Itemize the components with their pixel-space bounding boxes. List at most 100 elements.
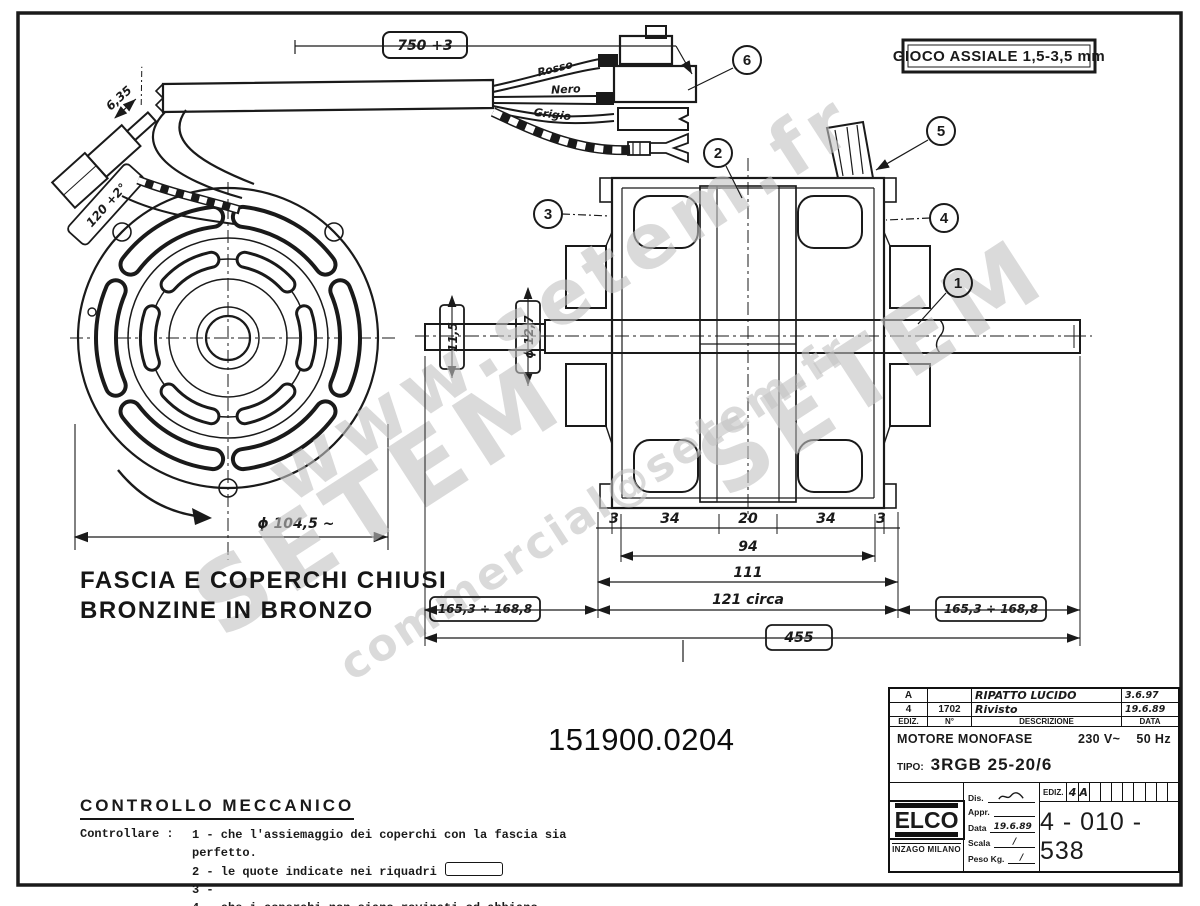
edition-and-number: EDIZ. 4 A 4 - 010 - 538 — [1040, 783, 1178, 871]
drawing-number: 4 - 010 - 538 — [1040, 807, 1143, 865]
callouts: 1 2 3 4 5 6 — [533, 45, 973, 325]
fascia-note: FASCIA E COPERCHI CHIUSI BRONZINE IN BRO… — [80, 566, 447, 626]
callout-2: 2 — [714, 145, 722, 162]
dim-165-left: 165,3 ÷ 168,8 — [438, 602, 532, 616]
crimp — [596, 92, 614, 105]
motor-voltage: 230 V~ — [1077, 732, 1121, 746]
controllo-item-3: 3 - — [192, 883, 214, 897]
edition-label: EDIZ. — [1040, 783, 1068, 801]
rotation-arrow — [117, 469, 205, 519]
rev2-date: 19.6.89 — [1125, 704, 1166, 715]
dim-165-right: 165,3 ÷ 168,8 — [944, 602, 1038, 616]
edition-cell-2: A — [1079, 783, 1090, 801]
motor-description: MOTORE MONOFASE 230 V~ 50 Hz TIPO: 3RGB … — [890, 727, 1178, 783]
dim-455: 455 — [783, 630, 813, 646]
connector-housing — [618, 34, 674, 66]
riquadro-box — [444, 862, 503, 876]
lead-wire — [121, 195, 235, 225]
crimp — [598, 54, 618, 67]
stator-coil — [797, 195, 863, 249]
rev1-desc: RIPATTO LUCIDO — [972, 689, 1122, 702]
controllare-label: Controllare : — [80, 827, 174, 841]
motor-end-view: ϕ 104,5 ~ — [70, 182, 395, 560]
field-data-value: 19.6.89 — [990, 822, 1035, 833]
rev2-desc: Rivisto — [972, 703, 1122, 716]
rev2-ediz: 4 — [890, 703, 928, 716]
rev1-n — [928, 689, 972, 702]
head-descrizione: DESCRIZIONE — [972, 717, 1122, 726]
wire-label-grigio: Grigio — [533, 106, 572, 124]
bearing-block — [889, 245, 931, 309]
field-peso: Peso Kg. / — [968, 853, 1035, 864]
dim-shaft-115: 11,5 — [446, 322, 460, 352]
dim-shaft-127: ϕ 12,7 — [522, 315, 536, 359]
head-data: DATA — [1139, 717, 1161, 726]
stator-coil — [797, 439, 863, 493]
dim-94: 94 — [738, 539, 757, 555]
title-block-bottom: ELCO INZAGO MILANO Dis. Appr. Data 19.6.… — [887, 783, 1178, 871]
wire-label-nero: Nero — [551, 82, 582, 97]
callout-4: 4 — [940, 210, 949, 227]
gioco-assiale-text: GIOCO ASSIALE 1,5-3,5 mm — [893, 48, 1105, 65]
motor-cross-section: 11,5 ϕ 12,7 — [415, 120, 1092, 520]
signature-scribble — [987, 791, 1035, 803]
fascia-note-line1: FASCIA E COPERCHI CHIUSI — [80, 567, 448, 594]
dim-20: 20 — [738, 511, 758, 527]
controllo-item-1: 1 - che l'assiemaggio dei coperchi con l… — [192, 828, 567, 860]
revision-header-row: EDIZ. N° DESCRIZIONE DATA — [890, 717, 1178, 727]
motor-frequency: 50 Hz — [1136, 732, 1171, 746]
dim-121: 121 circa — [712, 592, 784, 608]
lead-exit-cover — [825, 120, 875, 179]
rim-notch — [112, 222, 132, 242]
approval-fields: Dis. Appr. Data 19.6.89 Scala / Peso Kg.… — [964, 783, 1040, 871]
dim-terminal-635: 6,35 — [103, 83, 134, 113]
manufacturer-location: INZAGO MILANO — [892, 843, 961, 855]
bearing-block — [565, 363, 607, 427]
tipo-value: 3RGB 25-20/6 — [930, 755, 1053, 774]
cable-assembly: Rosso Nero Grigio 750 +3 — [151, 25, 698, 200]
outer-vent-slots — [94, 204, 362, 472]
stator-coil — [633, 439, 699, 493]
dim-34a: 34 — [660, 511, 679, 527]
dimension-chain: 3 34 20 34 3 94 111 121 circa 165,3 ÷ 16… — [423, 356, 1081, 662]
revision-row-1: A RIPATTO LUCIDO 3.6.97 — [890, 689, 1178, 703]
fork-terminal — [649, 132, 689, 164]
elco-logo: ELCO — [887, 799, 966, 841]
rev1-date: 3.6.97 — [1125, 690, 1159, 701]
rev2-n: 1702 — [928, 703, 972, 716]
field-peso-value: / — [1008, 853, 1035, 864]
field-dis: Dis. — [968, 791, 1035, 803]
manufacturer-cell: ELCO INZAGO MILANO — [887, 783, 966, 871]
field-appr: Appr. — [968, 807, 1035, 817]
callout-6: 6 — [743, 52, 751, 69]
part-number: 151900.0204 — [548, 722, 735, 757]
wire-label-rosso: Rosso — [536, 58, 575, 79]
controllo-title: CONTROLLO MECCANICO — [80, 796, 355, 820]
rim-hole — [87, 307, 97, 317]
bearing-block — [565, 245, 607, 309]
dim-3b: 3 — [876, 511, 886, 527]
revision-row-2: 4 1702 Rivisto 19.6.89 — [890, 703, 1178, 717]
sheet-frame — [16, 11, 1183, 887]
field-data: Data 19.6.89 — [968, 822, 1035, 833]
tipo-label: TIPO: — [897, 762, 924, 773]
fascia-note-line2: BRONZINE IN BRONZO — [80, 597, 374, 624]
controllo-items: 1 - che l'assiemaggio dei coperchi con l… — [192, 826, 620, 906]
head-n: N° — [928, 717, 972, 726]
dim-34b: 34 — [816, 511, 835, 527]
dim-diameter-104: ϕ 104,5 ~ — [258, 516, 335, 532]
inner-vent-slots — [139, 250, 317, 426]
bearing-block — [889, 363, 931, 427]
connector-housing — [612, 64, 698, 104]
watermark-brand-2: SETEM — [680, 216, 1066, 519]
connector-housing — [617, 107, 689, 131]
controllo-item-2: 2 - le quote indicate nei riquadri — [192, 862, 620, 881]
edition-strip: EDIZ. 4 A — [1040, 783, 1178, 802]
field-scala: Scala / — [968, 837, 1035, 848]
rev1-ediz: A — [890, 689, 928, 702]
controllo-item-4: 4 - che i coperchi non siano rovinati od… — [192, 899, 620, 906]
dim-cable-750: 750 +3 — [397, 38, 453, 54]
rim-notch — [324, 222, 344, 242]
